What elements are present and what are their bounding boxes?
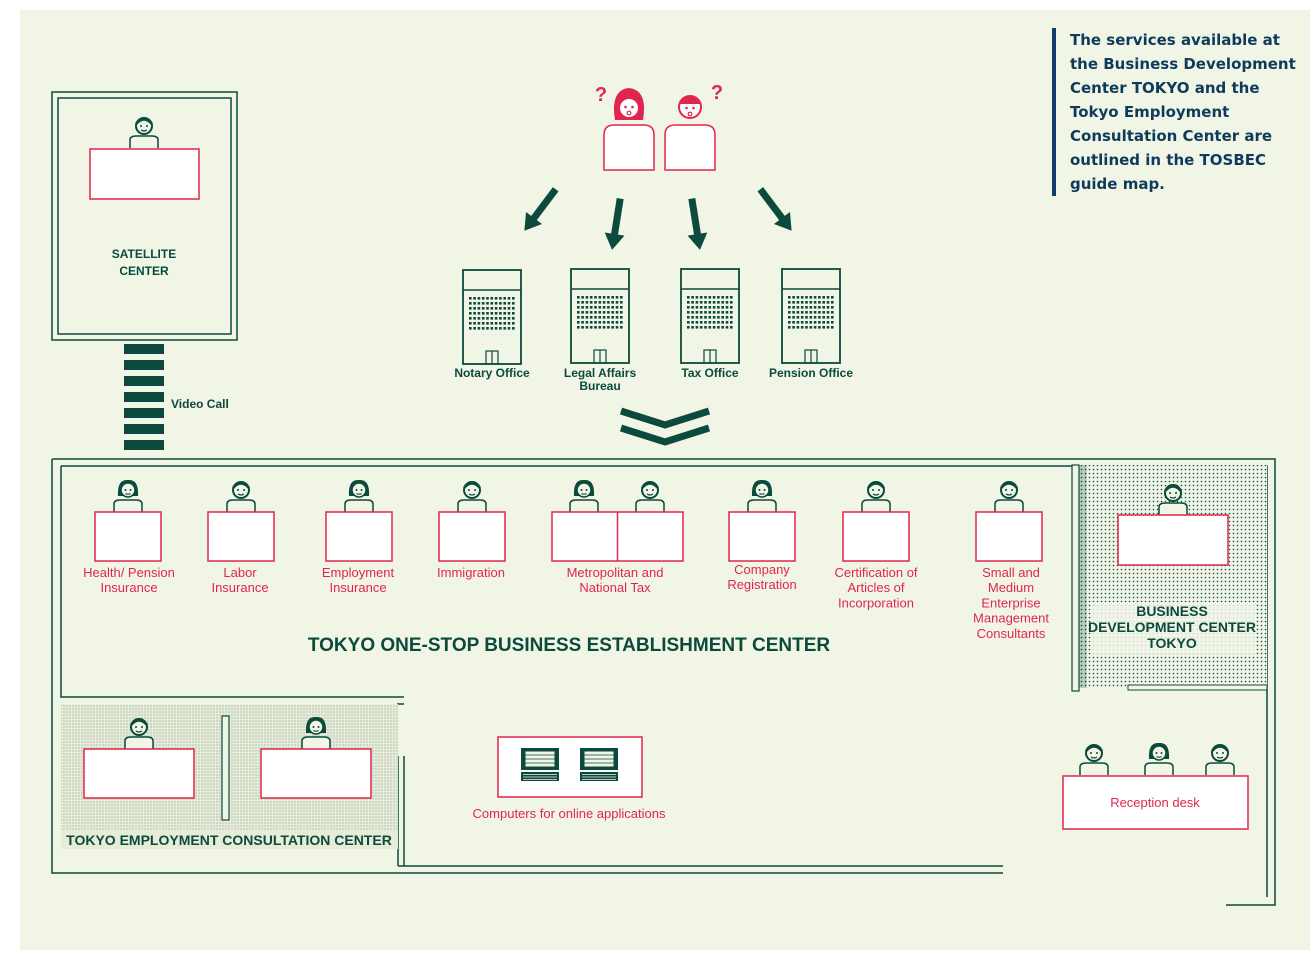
reception-desk xyxy=(1062,775,1249,830)
service-desk: Immigration xyxy=(437,480,506,580)
satellite-title-line1: SATELLITE xyxy=(112,247,176,261)
business-development-center: BUSINESS DEVELOPMENT CENTER TOKYO xyxy=(1071,464,1268,692)
office-label: Bureau xyxy=(579,379,620,393)
desk-label: Labor xyxy=(223,565,257,580)
desk-label: Articles of xyxy=(847,580,904,595)
double-chevron-down-icon xyxy=(619,407,711,446)
reception: Reception desk xyxy=(1062,742,1249,830)
desk-label: Management xyxy=(973,611,1049,626)
service-desks: Health/ PensionInsuranceLaborInsuranceEm… xyxy=(83,479,1049,641)
bdc-title-line1: BUSINESS xyxy=(1136,603,1208,619)
online-computers: Computers for online applications xyxy=(473,736,666,821)
desk-label: Medium xyxy=(988,580,1034,595)
desk-label: Metropolitan and xyxy=(567,565,664,580)
desk-counter xyxy=(207,511,275,562)
office-building-icon: Pension Office xyxy=(769,268,853,380)
satellite-title-line2: CENTER xyxy=(119,264,169,278)
desk-counter xyxy=(325,511,393,562)
desk-counter xyxy=(842,511,910,562)
computer-icon xyxy=(579,747,619,782)
desk-label: Certification of xyxy=(834,565,917,580)
employment-consultation-center: TOKYO EMPLOYMENT CONSULTATION CENTER xyxy=(61,704,398,849)
desk-label: Incorporation xyxy=(838,595,914,610)
desk-label: Small and xyxy=(982,565,1040,580)
office-building-icon: Tax Office xyxy=(680,268,740,380)
reception-label: Reception desk xyxy=(1110,795,1200,810)
arrow-icon xyxy=(687,198,708,250)
bdc-desk xyxy=(1117,514,1229,566)
office-label: Notary Office xyxy=(454,366,530,380)
desk-counter xyxy=(438,511,506,562)
office-label: Tax Office xyxy=(681,366,738,380)
question-mark-right: ? xyxy=(711,82,723,104)
visitors: ? ? xyxy=(595,82,723,171)
desk-label: Insurance xyxy=(100,580,157,595)
video-call-label: Video Call xyxy=(171,397,229,411)
desk-label: National Tax xyxy=(579,580,651,595)
desk-counter xyxy=(728,511,796,562)
desk-label: Insurance xyxy=(211,580,268,595)
desk-label: Employment xyxy=(322,565,395,580)
guide-note: The services available at the Business D… xyxy=(1052,28,1310,196)
video-call-link xyxy=(124,344,164,450)
satellite-center: SATELLITE CENTER xyxy=(51,91,238,341)
question-mark-left: ? xyxy=(595,84,607,106)
satellite-desk xyxy=(89,148,200,200)
office-label: Legal Affairs xyxy=(564,366,637,380)
desk-label: Registration xyxy=(727,577,796,592)
desk-label: Consultants xyxy=(977,626,1046,641)
desk-label: Health/ Pension xyxy=(83,565,175,580)
office-label: Pension Office xyxy=(769,366,853,380)
desk-counter xyxy=(975,511,1043,562)
desk-label: Insurance xyxy=(329,580,386,595)
computer-icon xyxy=(520,747,560,782)
employment-desk xyxy=(83,748,195,799)
office-building-icon: Notary Office xyxy=(454,269,530,380)
visitor-man-icon xyxy=(664,95,716,171)
desk-label: Immigration xyxy=(437,565,505,580)
desk-label: Company xyxy=(734,562,790,577)
arrow-icon xyxy=(604,198,625,250)
bdc-title-line3: TOKYO xyxy=(1147,635,1197,651)
computers-label: Computers for online applications xyxy=(473,806,666,821)
direction-arrows xyxy=(524,187,792,250)
service-desk: Small andMediumEnterpriseManagementConsu… xyxy=(973,480,1049,641)
visitor-woman-icon xyxy=(603,88,655,171)
main-center-title: TOKYO ONE-STOP BUSINESS ESTABLISHMENT CE… xyxy=(308,635,830,656)
arrow-icon xyxy=(757,187,792,231)
arrow-icon xyxy=(524,187,559,231)
employment-desk xyxy=(260,748,372,799)
desk-counter xyxy=(94,511,162,562)
bdc-title-line2: DEVELOPMENT CENTER xyxy=(1088,619,1256,635)
employment-center-title: TOKYO EMPLOYMENT CONSULTATION CENTER xyxy=(66,832,392,848)
desk-label: Enterprise xyxy=(981,595,1040,610)
